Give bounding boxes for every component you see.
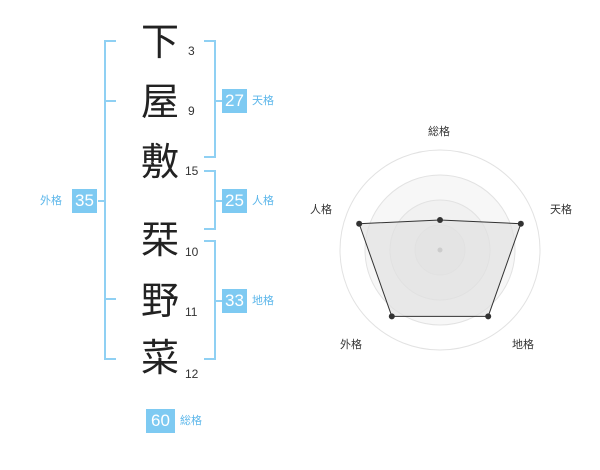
jinkaku-badge: 25	[222, 189, 247, 213]
chikaku-badge: 33	[222, 289, 247, 313]
soukaku-badge: 60	[146, 409, 175, 433]
radar-point-3	[388, 313, 395, 320]
radar-center-dot	[437, 247, 443, 253]
gaikaku-label: 外格	[40, 194, 62, 207]
stroke-count-2: 9	[188, 104, 195, 118]
name-char-3: 敷	[140, 140, 179, 184]
stroke-count-5: 11	[185, 305, 198, 319]
stroke-count-6: 12	[185, 367, 199, 381]
soukaku-label: 総格	[180, 414, 202, 427]
name-char-4: 栞	[140, 218, 179, 262]
stroke-count-4: 10	[185, 245, 199, 259]
name-char-2: 屋	[140, 80, 179, 124]
name-char-6: 菜	[140, 336, 179, 380]
radar-label-tenkaku: 天格	[550, 203, 572, 216]
chikaku-label: 地格	[252, 294, 274, 307]
radar-label-soukaku: 総格	[428, 125, 450, 138]
radar-label-gaikaku: 外格	[340, 338, 362, 351]
gaikaku-badge: 35	[72, 189, 97, 213]
jinkaku-label: 人格	[252, 194, 274, 207]
name-char-5: 野	[140, 279, 179, 323]
radar-label-jinkaku: 人格	[310, 203, 332, 216]
radar-point-4	[356, 220, 363, 227]
radar-label-chikaku: 地格	[512, 338, 534, 351]
stroke-count-1: 3	[188, 44, 195, 58]
tenkaku-label: 天格	[252, 94, 274, 107]
radar-point-0	[437, 217, 443, 223]
radar-point-2	[485, 313, 492, 320]
radar-score-polygon	[358, 219, 522, 317]
tenkaku-badge: 27	[222, 89, 247, 113]
radar-point-1	[517, 220, 524, 227]
stroke-count-3: 15	[185, 164, 199, 178]
name-char-1: 下	[140, 20, 179, 64]
